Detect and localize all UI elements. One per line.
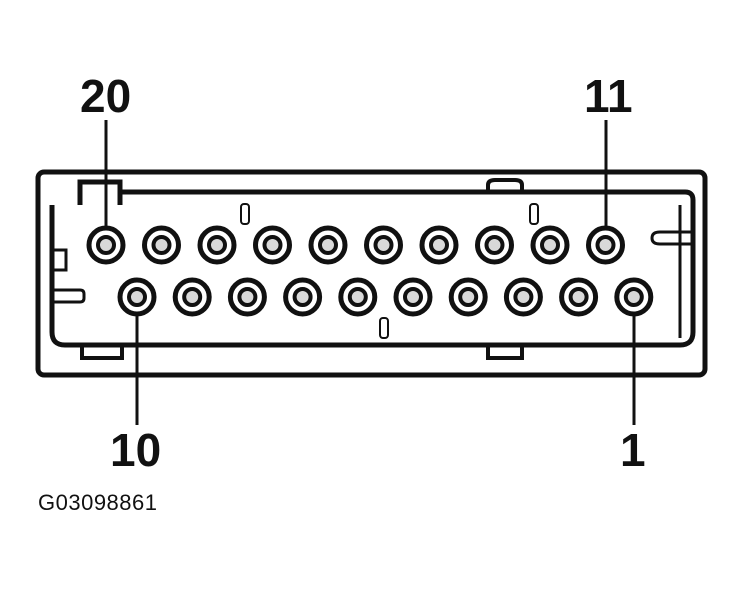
pin-socket-15: [364, 225, 403, 265]
rib-bottom: [379, 317, 389, 339]
pin-socket-18: [197, 225, 237, 265]
pin-socket-11: [586, 225, 625, 265]
left-top-latch: [77, 179, 123, 205]
connector-housing-inner: [49, 189, 696, 348]
label-pin-20: 20: [80, 70, 131, 122]
bottom-left-latch: [80, 345, 124, 360]
top-pin-row: [86, 225, 625, 265]
bottom-right-latch: [486, 345, 524, 360]
pin-socket-2: [559, 277, 599, 317]
rib-top-right: [529, 203, 539, 225]
pin-socket-14: [419, 225, 459, 265]
pin-socket-13: [475, 225, 514, 265]
pin-socket-12: [530, 225, 570, 265]
pin-socket-17: [253, 225, 292, 265]
pin-socket-16: [308, 225, 348, 265]
pin-socket-6: [338, 277, 378, 317]
pin-socket-7: [283, 277, 323, 317]
label-pin-1: 1: [620, 424, 646, 476]
right-side-tab: [650, 230, 693, 246]
label-pin-10: 10: [110, 424, 161, 476]
top-key-notch: [486, 178, 524, 194]
pin-socket-1: [614, 277, 654, 317]
label-pin-11: 11: [584, 70, 633, 122]
pin-socket-8: [227, 277, 267, 317]
pin-socket-19: [142, 225, 181, 265]
rib-top: [240, 203, 250, 225]
pin-socket-5: [393, 277, 433, 317]
pin-socket-3: [503, 277, 543, 317]
pin-socket-9: [172, 277, 212, 317]
left-side-tab-upper: [52, 248, 68, 272]
pin-socket-10: [117, 277, 157, 317]
pin-socket-4: [448, 277, 488, 317]
left-side-tab-lower: [52, 288, 86, 304]
figure-id: G03098861: [38, 490, 158, 515]
pin-socket-20: [86, 225, 126, 265]
